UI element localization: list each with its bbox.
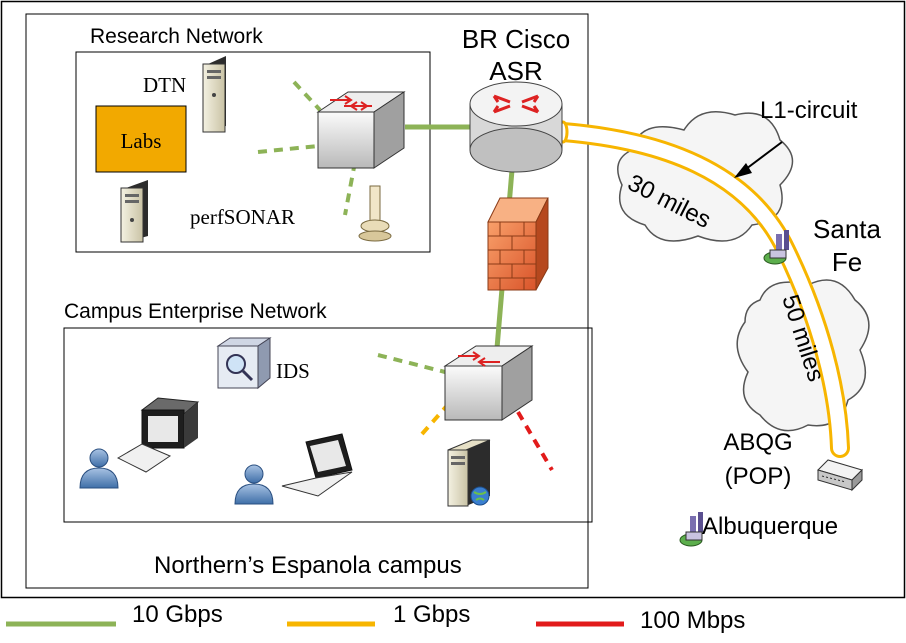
- albuquerque-location-icon: [679, 512, 703, 547]
- user-avatar-icon: [234, 464, 274, 505]
- arrowhead-icon: [734, 163, 752, 178]
- border-router-label-line2: ASR: [489, 56, 542, 86]
- perfsonar-label: perfSONAR: [190, 205, 295, 229]
- legend-label-100mbps: 100 Mbps: [640, 607, 745, 634]
- legend-label-1gbps: 1 Gbps: [393, 601, 470, 628]
- web-server-icon: [447, 439, 491, 507]
- abqg-pop-device-icon: [817, 459, 863, 492]
- campus-switch-icon: [443, 345, 534, 421]
- link-research-2: [257, 144, 319, 154]
- dtn-label: DTN: [143, 73, 186, 97]
- outer-frame: [0, 0, 906, 599]
- santa-fe-label-line2: Fe: [832, 247, 862, 277]
- legend-label-10gbps: 10 Gbps: [132, 601, 223, 628]
- santa-fe-location-icon: [763, 230, 789, 265]
- dtn-server-icon: [202, 56, 226, 133]
- laptop-icon: [281, 433, 353, 497]
- firewall-icon: [487, 197, 549, 291]
- legend: 10 Gbps 1 Gbps 100 Mbps: [6, 601, 745, 634]
- campus-network-title: Campus Enterprise Network: [64, 300, 327, 323]
- cisco-router-icon: [469, 81, 563, 173]
- l1-circuit-arrow: [741, 141, 783, 173]
- border-router-label-line1: BR Cisco: [462, 24, 570, 54]
- campus-enterprise-box: [63, 327, 593, 523]
- labs-label: Labs: [121, 129, 162, 153]
- link-research-1: [292, 80, 322, 112]
- santa-fe-label-line1: Santa: [813, 214, 881, 244]
- research-network-box: [75, 51, 431, 253]
- ids-label: IDS: [276, 359, 310, 383]
- link-campus-100m: [516, 410, 554, 472]
- user-avatar-icon: [79, 448, 119, 489]
- labs-box: [95, 105, 187, 173]
- campus-caption: Northern’s Espanola campus: [154, 552, 462, 579]
- perfsonar-server-icon: [120, 180, 148, 243]
- albuquerque-label: Albuquerque: [702, 513, 838, 540]
- research-network-title: Research Network: [90, 25, 263, 48]
- research-switch-icon: [316, 91, 406, 169]
- campus-boundary: [25, 13, 589, 589]
- abqg-label-line2: (POP): [725, 463, 792, 490]
- link-research-3: [343, 161, 357, 216]
- link-campus-1: [377, 353, 446, 374]
- antenna-tower-icon: [358, 185, 392, 242]
- l1-circuit-label: L1-circuit: [760, 97, 858, 124]
- abqg-label-line1: ABQG: [723, 429, 792, 456]
- ids-icon: [216, 337, 272, 390]
- desktop-computer-icon: [116, 397, 200, 473]
